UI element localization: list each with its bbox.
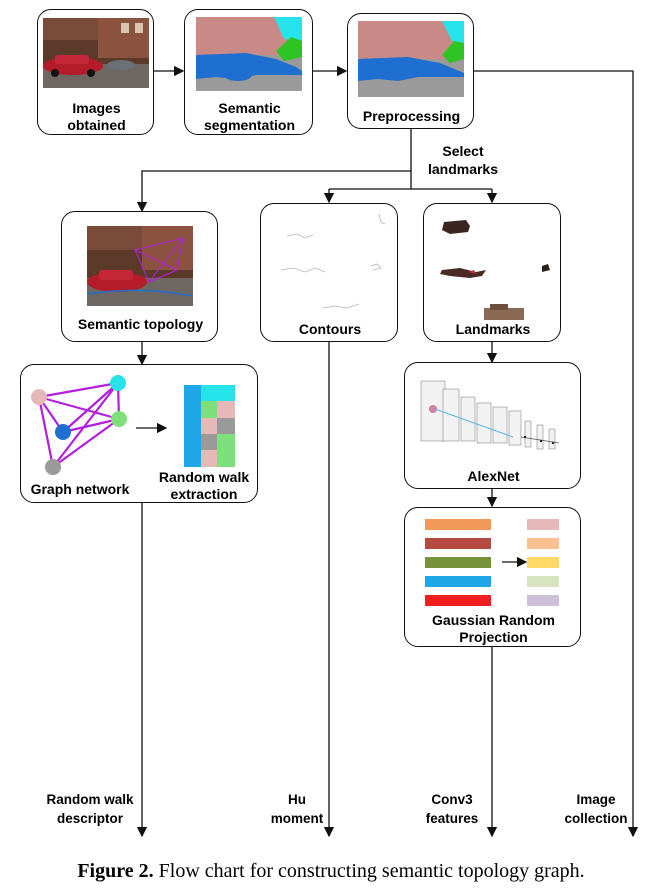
input-feature-bar [425, 576, 491, 587]
landmarks-image [440, 220, 550, 320]
graph-network-label: Graph network [30, 481, 130, 497]
projected-feature-bar [527, 557, 559, 568]
figure-caption: Figure 2. Flow chart for constructing se… [0, 860, 662, 883]
projected-feature-bar [527, 595, 559, 606]
conv3-features-label: Conv3 features [425, 792, 479, 826]
alexnet-diagram [420, 380, 560, 450]
node-blue [55, 424, 71, 440]
caption-text: Flow chart for constructing semantic top… [153, 860, 585, 882]
landmarks-label: Landmarks [455, 321, 531, 337]
input-feature-bar [425, 557, 491, 568]
images-obtained-label: Images obtained [67, 100, 126, 133]
select-landmarks-label: Select landmarks [427, 143, 499, 177]
preprocessing-box: Preprocessing [347, 13, 474, 129]
street-photo [43, 18, 149, 88]
contours-label: Contours [298, 321, 362, 337]
random-walk-descriptor-label: Random walk descriptor [46, 792, 134, 826]
graph-network-drawing [31, 375, 235, 475]
semantic-topology-box: Semantic topology [61, 211, 218, 342]
node-pink [31, 389, 47, 405]
grp-box: Gaussian Random Projection [404, 507, 581, 647]
semantic-topology-photo [87, 226, 193, 306]
hu-moment-label: Hu moment [270, 792, 324, 826]
alexnet-label: AlexNet [467, 468, 520, 484]
semantic-segmentation-box: Semantic segmentation [184, 9, 313, 135]
preprocessing-label: Preprocessing [362, 108, 461, 124]
contours-image [280, 213, 386, 309]
arrow-to-semantic-topology [136, 170, 411, 213]
input-feature-bar [425, 595, 491, 606]
image-collection-label: Image collection [564, 792, 628, 826]
projected-feature-bar [527, 519, 559, 530]
landmarks-box: Landmarks [423, 203, 561, 342]
node-cyan [110, 375, 126, 391]
graph-network-box: Graph network Random walk extraction [20, 364, 258, 503]
semantic-topology-label: Semantic topology [77, 316, 204, 332]
alexnet-box: AlexNet [404, 362, 581, 489]
grp-label: Gaussian Random Projection [432, 612, 555, 645]
segmentation-image [196, 17, 302, 91]
node-green [111, 411, 127, 427]
images-obtained-box: Images obtained [37, 9, 154, 135]
contours-box: Contours [260, 203, 398, 342]
input-feature-bar [425, 519, 491, 530]
random-walk-grid [184, 385, 235, 467]
grp-arrow [502, 556, 528, 568]
caption-prefix: Figure 2. [77, 860, 154, 882]
projected-feature-bar [527, 576, 559, 587]
preprocessed-image [358, 21, 464, 97]
projected-feature-bar [527, 538, 559, 549]
node-gray [45, 459, 61, 475]
random-walk-extraction-label: Random walk extraction [158, 469, 250, 502]
arrow-image-collection [474, 70, 639, 838]
input-feature-bar [425, 538, 491, 549]
semantic-segmentation-label: Semantic segmentation [203, 100, 295, 133]
